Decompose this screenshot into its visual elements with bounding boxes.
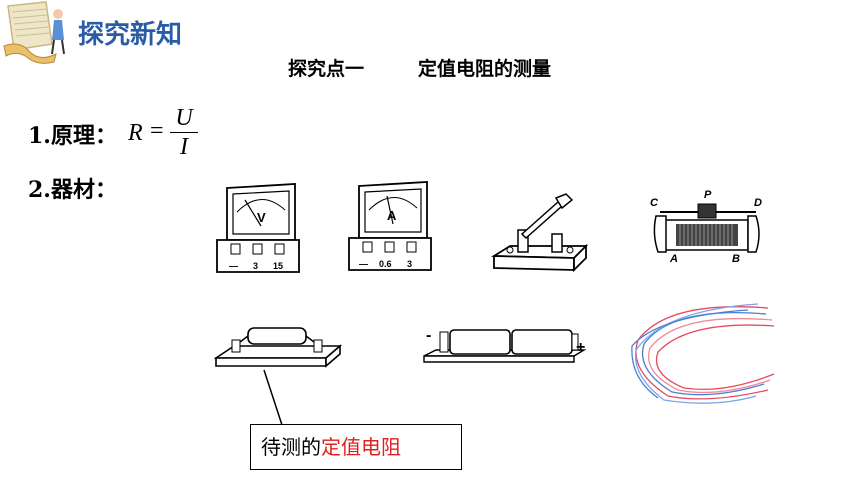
ammeter-terminal-06: 0.6 — [379, 259, 392, 269]
battery-plus-sign: + — [576, 339, 585, 356]
battery-pack-illustration: - + — [423, 327, 587, 363]
header-book-icon — [3, 1, 65, 64]
fixed-resistor-illustration — [214, 327, 343, 368]
battery-minus-sign: - — [426, 327, 431, 344]
formula-numerator: U — [170, 104, 198, 133]
knife-switch-illustration — [490, 193, 589, 273]
ammeter-terminal-3: 3 — [407, 259, 412, 269]
callout-label: 待测的定值电阻 — [250, 424, 462, 470]
formula-lhs: R — [128, 120, 143, 146]
ohm-law-formula: R = U I — [128, 104, 208, 164]
formula-fraction: U I — [170, 104, 198, 161]
callout-highlight: 定值电阻 — [321, 435, 401, 459]
voltmeter-terminal-neg: — — [229, 261, 238, 271]
rheostat-label-a: A — [669, 253, 678, 265]
voltmeter-symbol: V — [257, 210, 266, 225]
header-title: 探究新知 — [78, 20, 183, 50]
callout-pointer — [263, 369, 326, 426]
section-title-part1: 探究点一 — [288, 58, 365, 80]
connecting-wires-illustration — [631, 303, 775, 404]
rheostat-label-p: P — [704, 189, 712, 201]
callout-prefix: 待测的 — [261, 435, 321, 459]
rheostat-illustration: C P D A B — [650, 189, 762, 265]
item-principle-label: 1.原理： — [28, 123, 117, 149]
formula-denominator: I — [180, 134, 188, 160]
ammeter-symbol: A — [387, 208, 397, 223]
ammeter-terminal-neg: — — [359, 259, 368, 269]
formula-eq: = — [150, 118, 164, 144]
rheostat-label-b: B — [732, 253, 740, 265]
item-equipment-label: 2.器材： — [28, 177, 117, 203]
section-title-part2: 定值电阻的测量 — [418, 58, 552, 80]
rheostat-label-d: D — [754, 197, 762, 209]
rheostat-label-c: C — [650, 197, 659, 209]
voltmeter-terminal-3: 3 — [253, 261, 258, 271]
section-title: 探究点一 定值电阻的测量 — [288, 54, 551, 81]
voltmeter-illustration: V — 3 15 — [216, 183, 300, 273]
voltmeter-terminal-15: 15 — [273, 261, 283, 271]
ammeter-illustration: A — 0.6 3 — [348, 181, 432, 271]
